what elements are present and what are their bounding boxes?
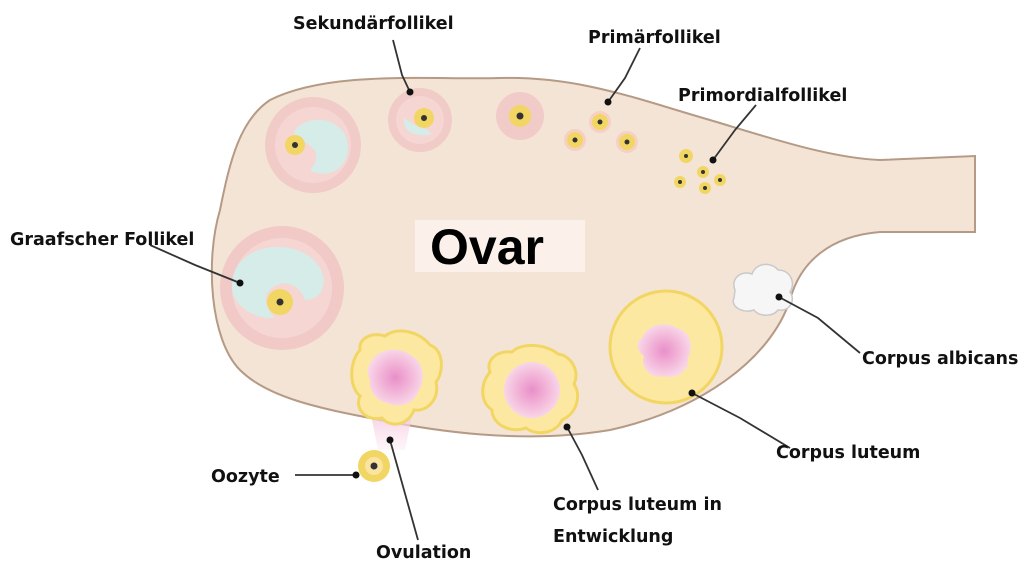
graafian-follicle bbox=[220, 226, 344, 350]
leader-corpus-luteum bbox=[689, 390, 791, 449]
label-primordialfollikel: Primordialfollikel bbox=[678, 86, 847, 106]
label-corpus-luteum: Corpus luteum bbox=[776, 443, 920, 463]
leader-oozyte bbox=[295, 472, 360, 479]
leader-corpus-albicans bbox=[776, 294, 861, 354]
corpus-luteum bbox=[610, 291, 722, 403]
ovulating-follicle bbox=[352, 331, 442, 450]
label-sekundaerfollikel: Sekundärfollikel bbox=[293, 14, 454, 34]
title-ovar: Ovar bbox=[430, 219, 544, 275]
label-corpus-luteum-in-entwicklung-2: Entwicklung bbox=[553, 527, 673, 547]
label-corpus-luteum-in-entwicklung-1: Corpus luteum in bbox=[553, 495, 722, 515]
leader-ovulation bbox=[387, 437, 419, 541]
label-primaerfollikel: Primärfollikel bbox=[588, 28, 721, 48]
label-corpus-albicans: Corpus albicans bbox=[862, 349, 1018, 369]
released-oocyte bbox=[358, 450, 390, 482]
developing-corpus-luteum bbox=[483, 345, 578, 432]
label-oozyte: Oozyte bbox=[211, 467, 280, 487]
antral-follicle-upper bbox=[265, 97, 361, 193]
growing-follicle bbox=[496, 92, 544, 140]
label-ovulation: Ovulation bbox=[376, 543, 471, 563]
label-graafscher-follikel: Graafscher Follikel bbox=[10, 230, 194, 250]
secondary-follicle bbox=[388, 88, 452, 152]
